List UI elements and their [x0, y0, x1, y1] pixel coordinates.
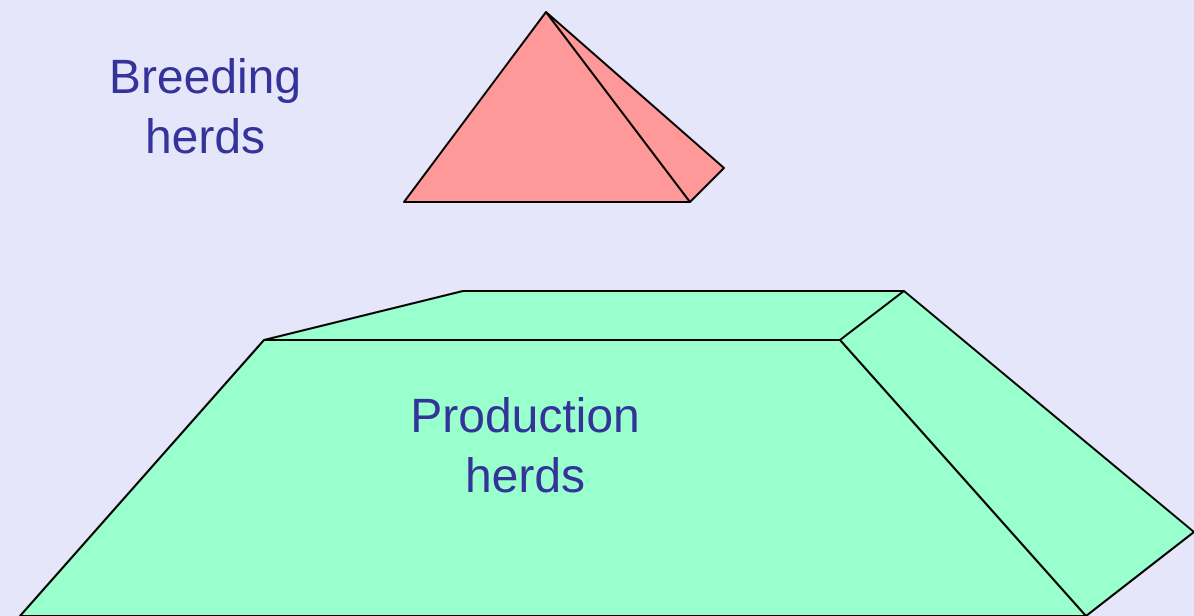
production-left-edge	[19, 339, 265, 616]
production-back-edge	[1085, 531, 1194, 616]
production-frustum-top-face	[263, 290, 905, 341]
breeding-herds-label: Breeding herds	[60, 48, 350, 168]
production-label-line2: herds	[464, 450, 586, 503]
production-label-line1: Production	[410, 390, 640, 443]
breeding-label-line2: herds	[144, 111, 266, 164]
breeding-pyramid-side-face	[545, 11, 725, 203]
breeding-pyramid	[403, 11, 725, 203]
production-right-edge	[839, 339, 1087, 616]
breeding-label-line1: Breeding	[108, 51, 302, 104]
production-herds-label: Production herds	[340, 387, 710, 507]
production-frustum	[19, 290, 1194, 616]
